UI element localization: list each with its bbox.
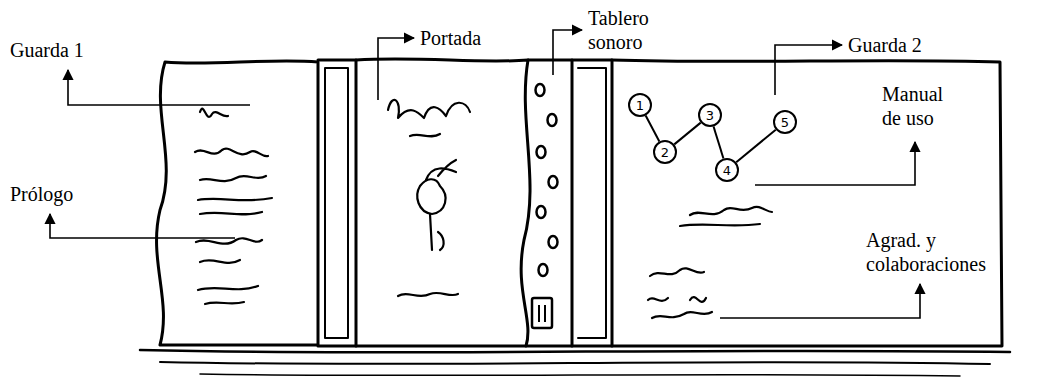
connector-line [714, 126, 724, 158]
step-number: 5 [781, 116, 789, 129]
step-connector [714, 126, 724, 158]
part-label: Tablero sonoro [588, 6, 668, 54]
step-number: 1 [636, 99, 644, 112]
part-label: Agrad. y colaboraciones [866, 228, 1016, 276]
connector-line [674, 123, 700, 145]
step-circle: 3 [698, 103, 722, 127]
step-circle: 2 [653, 140, 677, 164]
part-label: Portada [420, 26, 481, 50]
step-connector [736, 130, 776, 163]
part-label: Guarda 2 [848, 33, 922, 57]
part-label: Guarda 1 [10, 38, 84, 62]
connector-line [736, 130, 776, 163]
step-circle: 5 [773, 110, 797, 134]
step-number: 3 [706, 109, 714, 122]
part-label: Manual de uso [882, 82, 958, 130]
step-number: 2 [661, 146, 669, 159]
step-number: 4 [723, 164, 731, 177]
part-label: Prólogo [10, 182, 73, 206]
step-circle: 4 [715, 158, 739, 182]
step-connector [646, 116, 660, 142]
step-circle: 1 [628, 93, 652, 117]
step-connector [674, 123, 700, 145]
connector-line [646, 116, 660, 142]
